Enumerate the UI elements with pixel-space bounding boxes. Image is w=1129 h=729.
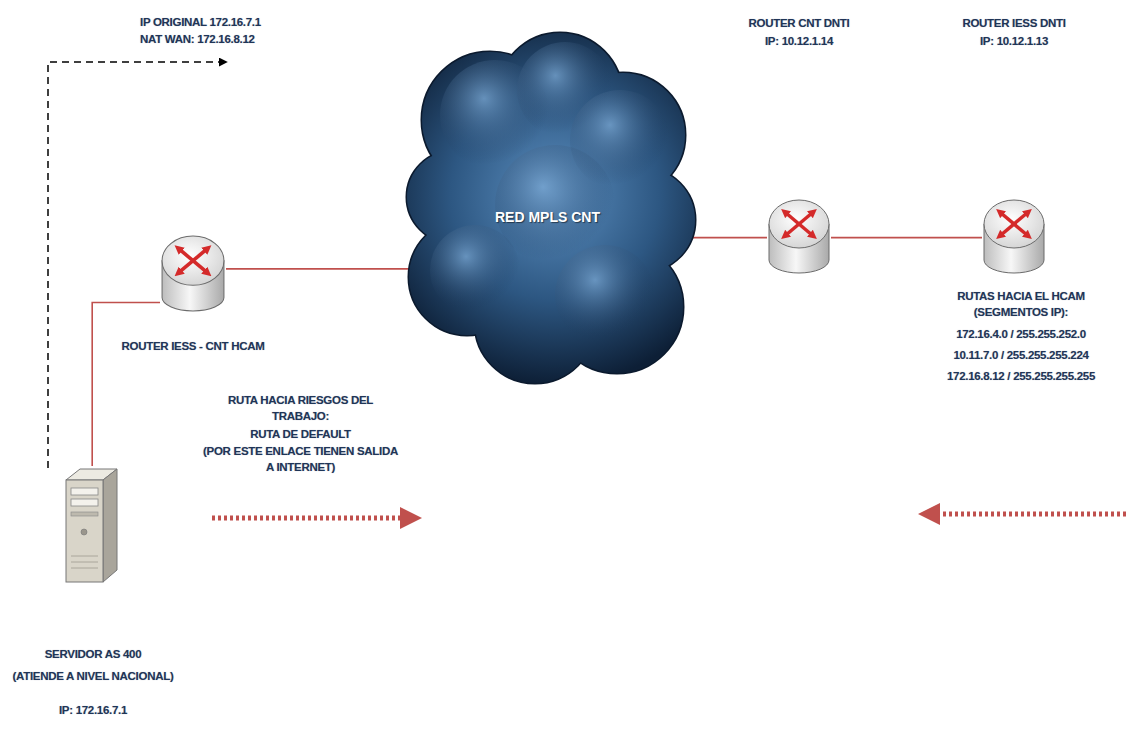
router-icon — [982, 196, 1046, 276]
nat-dashed-arrow — [48, 62, 226, 468]
network-link — [226, 268, 411, 270]
route-note: RUTA DE DEFAULT — [203, 426, 398, 442]
server-node: SERVIDOR AS 400(ATIENDE A NIVEL NACIONAL… — [62, 466, 120, 584]
router-node: ROUTER IESS DNTIIP: 10.12.1.13 — [982, 196, 1046, 276]
network-link — [831, 237, 982, 239]
default-route-arrow — [212, 516, 402, 521]
cloud-node: RED MPLS CNT — [405, 25, 690, 385]
nat-note: NAT WAN: 172.16.8.12 — [140, 31, 320, 47]
route-note: RUTA HACIA RIESGOS DEL TRABAJO: — [203, 392, 398, 424]
route-entry: 172.16.8.12 / 255.255.255.255 — [921, 368, 1121, 384]
router-label: ROUTER IESS - CNT HCAM — [103, 338, 283, 354]
router-ip: IP: 10.12.1.14 — [719, 33, 879, 49]
network-link — [682, 237, 768, 239]
routes-heading: RUTAS HACIA EL HCAM (SEGMENTOS IP): — [932, 288, 1110, 320]
router-node: ROUTER CNT DNTIIP: 10.12.1.14 — [767, 196, 831, 276]
router-ip: IP: 10.12.1.13 — [934, 33, 1094, 49]
nat-note: IP ORIGINAL 172.16.7.1 — [140, 14, 320, 30]
cloud-label: RED MPLS CNT — [405, 209, 690, 225]
routes-arrowhead — [918, 503, 940, 525]
route-entry: 172.16.4.0 / 255.255.252.0 — [921, 326, 1121, 342]
router-node: ROUTER IESS - CNT HCAM — [160, 232, 226, 314]
router-icon — [767, 196, 831, 276]
route-entry: 10.11.7.0 / 255.255.255.224 — [921, 347, 1121, 363]
network-link — [92, 303, 160, 467]
routes-arrow — [938, 512, 1126, 517]
cloud-shape — [405, 25, 690, 385]
server-note: (ATIENDE A NIVEL NACIONAL) — [5, 668, 181, 684]
router-label: ROUTER CNT DNTI — [719, 15, 879, 31]
server-icon — [62, 466, 120, 584]
server-label: SERVIDOR AS 400 — [5, 646, 181, 662]
router-icon — [160, 232, 226, 314]
router-label: ROUTER IESS DNTI — [934, 15, 1094, 31]
route-note: (POR ESTE ENLACE TIENEN SALIDA A INTERNE… — [203, 443, 398, 475]
server-ip: IP: 172.16.7.1 — [5, 702, 181, 718]
default-route-arrowhead — [400, 507, 422, 529]
